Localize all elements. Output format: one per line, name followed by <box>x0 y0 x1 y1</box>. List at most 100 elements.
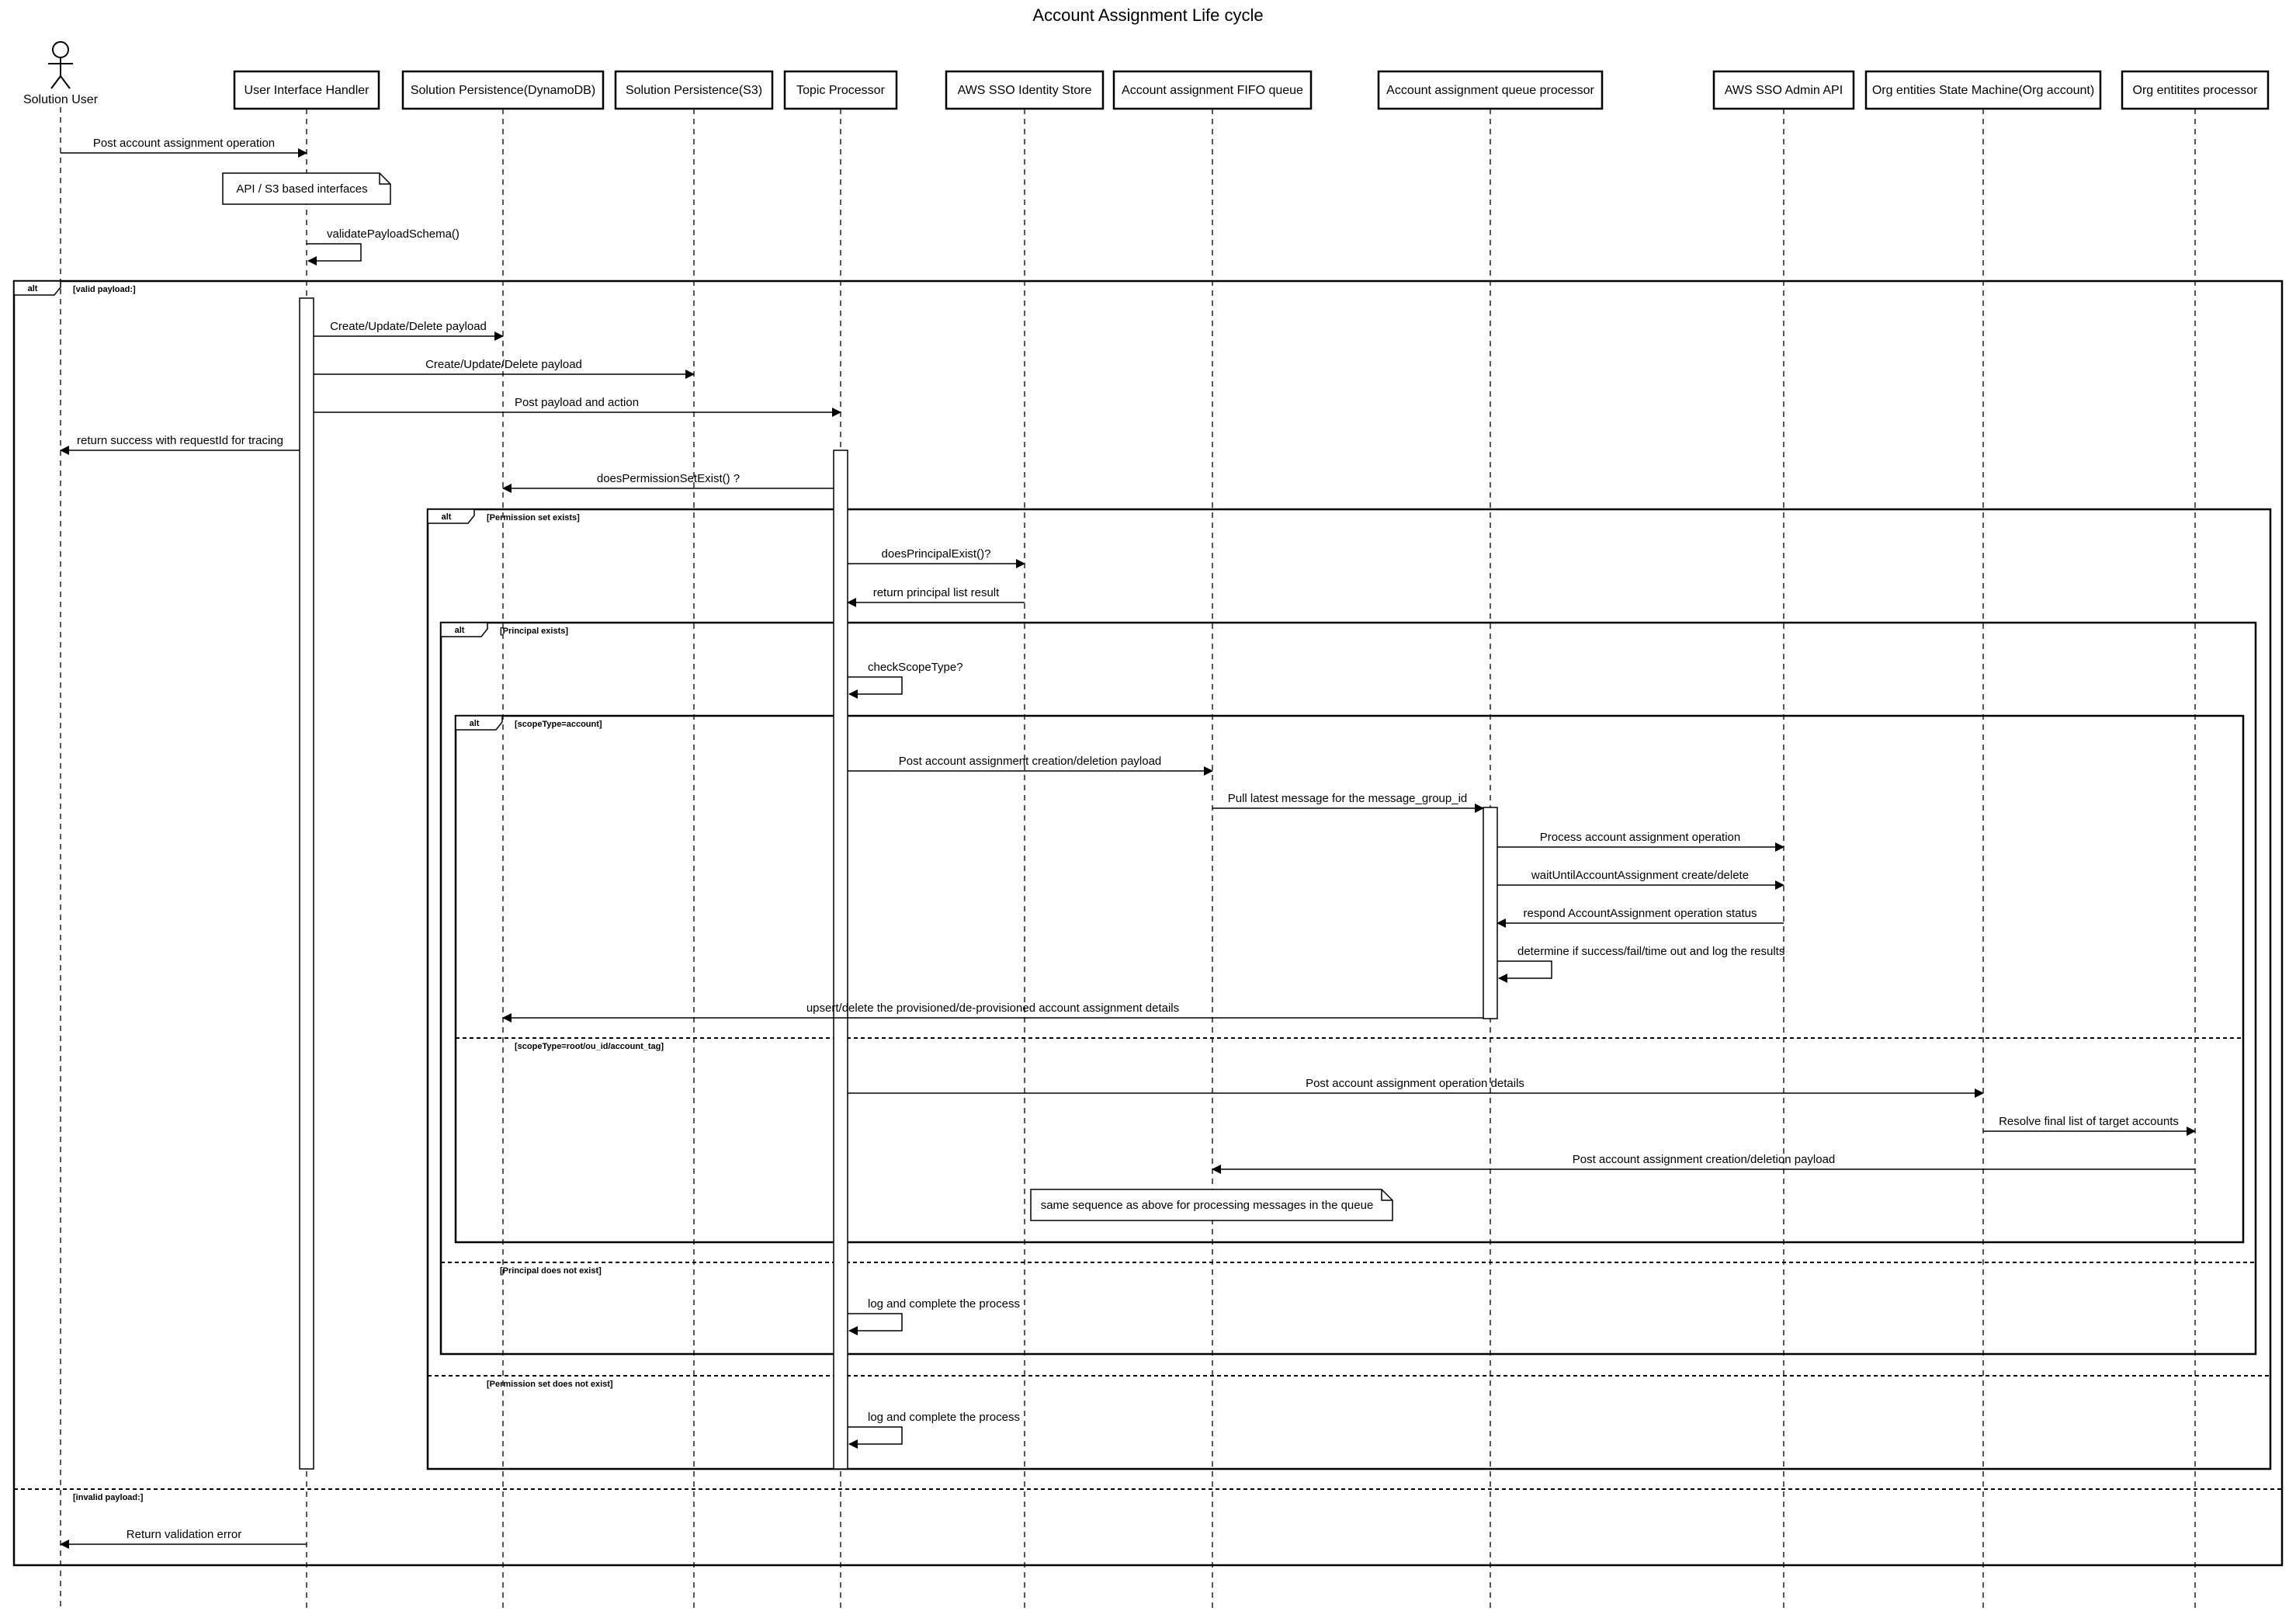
fragment-condition: [scopeType=account] <box>515 720 602 729</box>
alt-fragment: alt [valid payload:] [invalid payload:] <box>12 279 2284 1567</box>
participant-ids: AWS SSO Identity Store <box>945 70 1105 110</box>
participant-box <box>1712 70 1855 110</box>
message-label: log and complete the process <box>868 1411 1020 1424</box>
message-label: doesPermissionSetExist() ? <box>597 472 740 485</box>
message-arrow <box>307 243 362 266</box>
participant-label: Account assignment queue processor <box>1386 84 1594 97</box>
participant-label: Org entities State Machine(Org account) <box>1872 84 2094 97</box>
message-label: return success with requestId for tracin… <box>77 434 283 447</box>
message-label: Resolve final list of target accounts <box>1999 1115 2179 1128</box>
message: waitUntilAccountAssignment create/delete <box>1497 869 1784 890</box>
message-label: upsert/delete the provisioned/de-provisi… <box>806 1002 1179 1015</box>
note-box <box>1030 1189 1393 1221</box>
participant-box <box>1864 70 2102 110</box>
activation-bar <box>833 450 848 1470</box>
note: API / S3 based interfaces <box>222 172 391 205</box>
self-message: log and complete the process <box>848 1411 1020 1449</box>
participant-label: Solution Persistence(S3) <box>626 84 762 97</box>
note: same sequence as above for processing me… <box>1030 1189 1393 1221</box>
activation-bar <box>1483 807 1498 1019</box>
message-label: return principal list result <box>873 586 1000 599</box>
message: doesPrincipalExist()? <box>848 547 1025 568</box>
participant-box <box>945 70 1105 110</box>
participant-box <box>401 70 605 110</box>
message-arrow <box>848 1313 903 1335</box>
message-label: log and complete the process <box>868 1297 1020 1311</box>
fragment-condition: [Permission set does not exist] <box>487 1380 613 1389</box>
message-label: Post account assignment creation/deletio… <box>899 755 1162 768</box>
message: Post account assignment creation/deletio… <box>848 755 1213 776</box>
messages: Post account assignment operation validat… <box>60 137 2196 1549</box>
message: return success with requestId for tracin… <box>60 434 300 455</box>
participant-label: User Interface Handler <box>245 84 370 97</box>
self-message: checkScopeType? <box>848 661 963 699</box>
message-label: Post account assignment operation <box>93 137 275 150</box>
fragments: alt[valid payload:][invalid payload:]alt… <box>12 279 2284 1567</box>
self-message: log and complete the process <box>848 1297 1020 1335</box>
message-label: Post account assignment operation detail… <box>1306 1077 1524 1090</box>
message: respond AccountAssignment operation stat… <box>1497 907 1784 928</box>
message-label: Post account assignment creation/deletio… <box>1573 1153 1836 1166</box>
participant-box <box>783 70 898 110</box>
fragment-condition: [Principal does not exist] <box>500 1266 602 1276</box>
message: return principal list result <box>847 586 1025 607</box>
participant-admin: AWS SSO Admin API <box>1712 70 1855 110</box>
fragment-operator: alt <box>28 284 38 293</box>
message: Post account assignment creation/deletio… <box>1212 1153 2195 1174</box>
message: doesPermissionSetExist() ? <box>502 472 834 493</box>
note-box <box>222 172 391 205</box>
self-message: determine if success/fail/time out and l… <box>1497 945 1784 983</box>
fragment-tag-box <box>455 715 503 731</box>
participant-box <box>233 70 380 110</box>
fragment-operator: alt <box>470 719 480 728</box>
fragment-tag-box <box>427 509 475 524</box>
fragment-condition: [Principal exists] <box>500 627 568 636</box>
fragment-operator: alt <box>455 626 465 635</box>
message: Post account assignment operation detail… <box>848 1077 1984 1098</box>
message-label: doesPrincipalExist()? <box>882 547 991 561</box>
alt-fragment: alt [Permission set exists] [Permission se… <box>426 508 2272 1470</box>
participant-box <box>614 70 774 110</box>
message-label: waitUntilAccountAssignment create/delete <box>1531 869 1749 882</box>
activation-bars <box>299 297 1498 1470</box>
participant-label: Solution Persistence(DynamoDB) <box>411 84 595 97</box>
participant-uih: User Interface Handler <box>233 70 380 110</box>
diagram-title: Account Assignment Life cycle <box>1032 5 1263 25</box>
fragment-condition: [invalid payload:] <box>73 1493 144 1502</box>
fragment-operator: alt <box>442 512 452 522</box>
alt-fragment: alt [scopeType=account] [scopeType=root/ou… <box>454 714 2245 1244</box>
message-label: checkScopeType? <box>868 661 963 674</box>
participant-box <box>1377 70 1604 110</box>
fragment-condition: [Permission set exists] <box>487 513 580 523</box>
note-text: API / S3 based interfaces <box>236 182 367 196</box>
participant-label: AWS SSO Admin API <box>1725 84 1843 97</box>
message-label: Post payload and action <box>515 396 639 409</box>
message: Post account assignment operation <box>61 137 307 158</box>
message-label: respond AccountAssignment operation stat… <box>1523 907 1757 920</box>
message-arrow <box>848 1426 903 1449</box>
activation-bar <box>299 297 314 1470</box>
participant-box <box>1112 70 1313 110</box>
message-arrow <box>848 676 903 699</box>
message: upsert/delete the provisioned/de-provisi… <box>502 1002 1483 1022</box>
participant-sm: Org entities State Machine(Org account) <box>1864 70 2102 110</box>
note-text: same sequence as above for processing me… <box>1041 1199 1374 1212</box>
message: Create/Update/Delete payload <box>314 358 695 379</box>
message: Resolve final list of target accounts <box>1983 1115 2196 1136</box>
message-label: determine if success/fail/time out and l… <box>1517 945 1784 958</box>
participant-oep: Org entitites processor <box>2121 70 2270 110</box>
message: Pull latest message for the message_grou… <box>1212 792 1484 813</box>
message-label: Return validation error <box>127 1528 241 1541</box>
fragment-tag-box <box>440 622 488 637</box>
fragment-condition: [scopeType=root/ou_id/account_tag] <box>515 1042 664 1051</box>
message: Create/Update/Delete payload <box>314 320 504 341</box>
alt-fragment: alt [Principal exists] [Principal does not… <box>439 621 2257 1356</box>
participant-label: Topic Processor <box>796 84 885 97</box>
fragment-condition: [valid payload:] <box>73 285 136 294</box>
actor-user: Solution User <box>23 41 99 106</box>
participant-s3: Solution Persistence(S3) <box>614 70 774 110</box>
message-label: Pull latest message for the message_grou… <box>1228 792 1468 805</box>
message-label: validatePayloadSchema() <box>327 227 460 241</box>
